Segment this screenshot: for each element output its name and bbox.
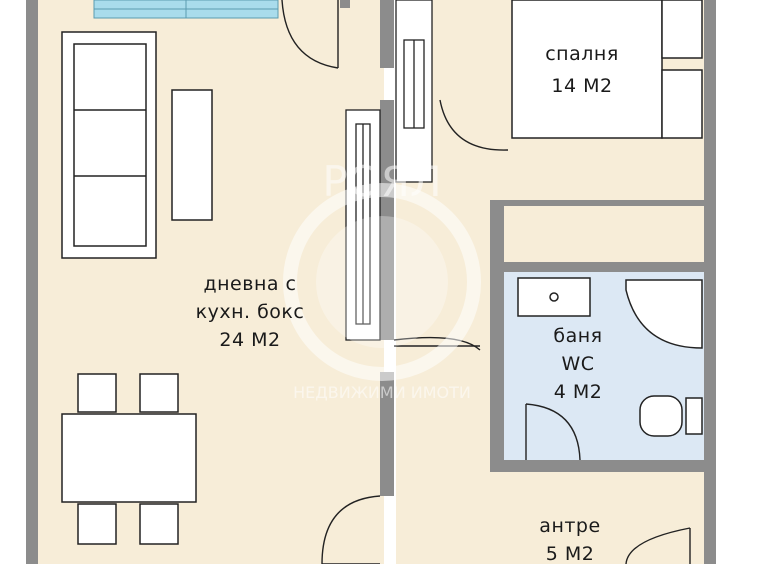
bath-line2: WC bbox=[561, 353, 594, 375]
watermark-subtitle: НЕДВИЖИМИ ИМОТИ bbox=[293, 383, 471, 402]
watermark-logo: РОЯЛ НЕДВИЖИМИ ИМОТИ bbox=[283, 157, 481, 402]
living-line2: кухн. бокс bbox=[196, 301, 305, 323]
dining-set bbox=[61, 373, 197, 545]
hall-label: антре 5 M2 bbox=[539, 515, 600, 564]
wardrobe bbox=[395, 0, 433, 183]
bedroom-label: спалня 14 M2 bbox=[545, 43, 619, 97]
hall-area: 5 M2 bbox=[546, 543, 595, 564]
coffee-table bbox=[171, 89, 213, 221]
sofa bbox=[61, 31, 157, 259]
bath-area: 4 M2 bbox=[554, 381, 603, 403]
bedroom-area: 14 M2 bbox=[551, 75, 612, 97]
bath-label: баня WC 4 M2 bbox=[553, 325, 602, 403]
bathroom-door bbox=[525, 403, 581, 461]
living-line1: дневна с bbox=[204, 273, 297, 295]
bath-line1: баня bbox=[553, 325, 602, 347]
hall-name: антре bbox=[539, 515, 600, 537]
living-lower-door bbox=[321, 495, 381, 564]
window bbox=[93, 0, 279, 19]
entry-door bbox=[625, 527, 691, 564]
living-label: дневна с кухн. бокс 24 M2 bbox=[196, 273, 305, 351]
living-area: 24 M2 bbox=[219, 329, 280, 351]
kitchen-counter bbox=[345, 109, 381, 341]
watermark-brand: РОЯЛ bbox=[322, 157, 441, 206]
bedroom-name: спалня bbox=[545, 43, 619, 65]
bedroom-door bbox=[439, 99, 509, 151]
walls bbox=[26, 0, 716, 564]
bed bbox=[511, 0, 703, 139]
living-door bbox=[281, 0, 339, 69]
bath-fixtures bbox=[517, 277, 703, 437]
